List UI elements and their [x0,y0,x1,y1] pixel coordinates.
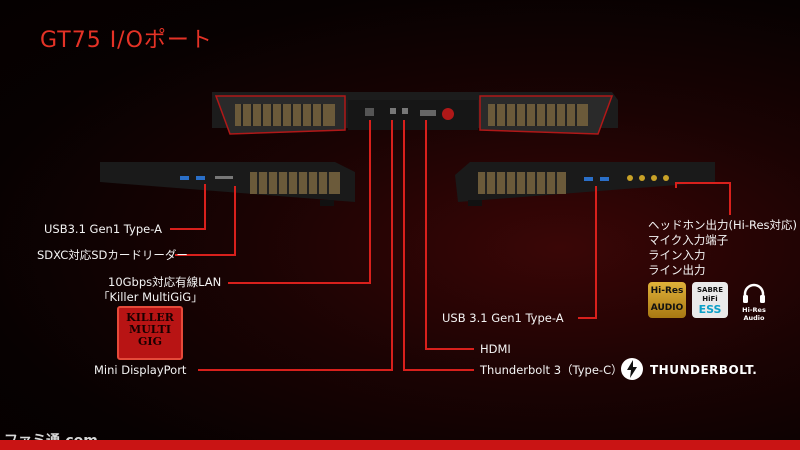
sabre-hifi-badge: SABRE HiFi ESS [692,282,728,318]
label-mini-displayport: Mini DisplayPort [94,363,187,377]
hires-audio-logo: Hi-Res Audio [732,282,776,322]
thunderbolt-icon [621,358,643,380]
laptop-right-view [455,162,715,206]
hires-audio-badge: Hi-Res AUDIO [648,282,686,318]
leader-lines [170,120,731,371]
killer-logo-text-3: GIG [138,335,162,348]
label-hdmi: HDMI [480,342,511,356]
label-thunderbolt: Thunderbolt 3（Type-C） [480,363,623,377]
laptop-rear-view [212,92,618,135]
killer-logo-text-2: MULTI [129,323,171,336]
label-sdxc: SDXC対応SDカードリーダー [37,248,188,262]
sabre-badge-text-3: ESS [698,303,722,316]
label-audio-headphone: ヘッドホン出力(Hi-Res対応) [648,218,798,232]
label-audio-line-out: ライン出力 [648,263,706,277]
laptop-left-view [100,162,355,206]
page-title: GT75 I/Oポート [40,28,213,53]
label-lan-line1: 10Gbps対応有線LAN [108,275,222,289]
label-usb-right: USB 3.1 Gen1 Type-A [442,311,564,325]
sabre-badge-text-1: SABRE [697,286,723,294]
sabre-badge-text-2: HiFi [702,295,718,303]
headphone-icon [743,283,765,303]
killer-multigig-logo: KILLER MULTI GIG [117,306,183,360]
killer-logo-text-1: KILLER [126,311,174,324]
thunderbolt-logo-text: THUNDERBOLT. [650,363,758,377]
bottom-bar [0,440,800,450]
hires-badge-text-2: AUDIO [650,303,684,313]
label-audio-line-in: ライン入力 [648,248,706,262]
hires-audio-logo-text: Hi-Res Audio [742,306,766,322]
label-audio-mic: マイク入力端子 [648,233,729,247]
label-usb-left: USB3.1 Gen1 Type-A [44,222,162,236]
label-lan-line2: 「Killer MultiGiG」 [98,290,203,304]
hires-badge-text-1: Hi-Res [650,286,684,296]
